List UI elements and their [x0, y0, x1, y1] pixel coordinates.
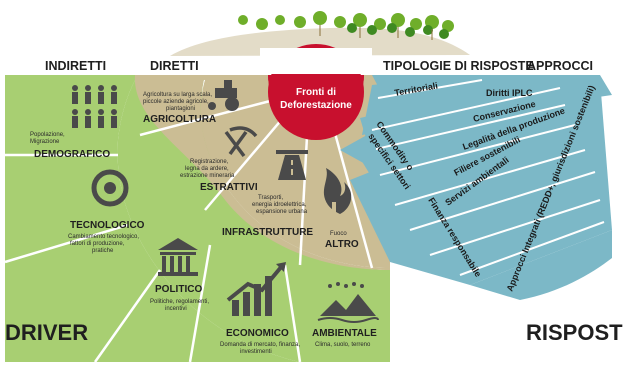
- political-desc-2: incentivi: [165, 306, 187, 312]
- political-title: POLITICO: [155, 284, 202, 295]
- demographic-title: DEMOGRAFICO: [34, 149, 110, 160]
- label-driver: DRIVER: [5, 320, 88, 345]
- label-responses: RISPOSTE: [526, 320, 624, 345]
- road-icon: [276, 150, 308, 180]
- infrastructure-desc-3: espansione urbana: [256, 209, 308, 215]
- response-separators: [371, 79, 605, 276]
- people-icon: [72, 85, 117, 128]
- infrastructure-title: INFRASTRUTTURE: [222, 227, 313, 238]
- economic-desc-1: Domanda di mercato, finanza,: [220, 342, 300, 348]
- header-direct: DIRETTI: [150, 59, 199, 73]
- technological-desc-1: Cambiamento tecnologico,: [68, 234, 139, 240]
- green-ring: [5, 75, 390, 362]
- shovel-pickaxe-icon: [224, 126, 258, 158]
- extractive-desc-1: Registrazione,: [190, 159, 229, 165]
- political-desc-1: Politiche, regolamenti,: [150, 299, 209, 305]
- approach-iplc-rights: Diritti IPLC: [486, 88, 533, 98]
- economic-title: ECONOMICO: [226, 328, 289, 339]
- extractive-desc-3: estrazione mineraria: [180, 173, 235, 179]
- center-title-line1: Fronti di: [296, 87, 336, 98]
- demographic-desc-2: Migrazione: [30, 139, 60, 145]
- other-title: ALTRO: [325, 239, 359, 250]
- green-separators: [4, 153, 302, 363]
- tan-separators: [139, 98, 374, 269]
- technological-title: TECNOLOGICO: [70, 220, 145, 231]
- header-approaches: APPROCCI: [527, 59, 593, 73]
- infrastructure-desc-1: Trasporti,: [258, 195, 283, 201]
- landscape-icon: [317, 282, 379, 323]
- environmental-desc-1: Clima, suolo, terreno: [315, 342, 371, 348]
- extractive-desc-2: legna da ardere,: [185, 166, 229, 172]
- agriculture-title: AGRICOLTURA: [143, 114, 216, 125]
- growth-chart-icon: [226, 262, 286, 316]
- technological-desc-2: fattori di produzione,: [70, 241, 125, 247]
- agriculture-desc-2: piccole aziende agricole,: [143, 99, 209, 105]
- header-response-types: TIPOLOGIE DI RISPOSTE: [383, 59, 534, 73]
- environmental-title: AMBIENTALE: [312, 328, 377, 339]
- infrastructure-desc-2: energia idroelettrica,: [252, 202, 307, 208]
- other-desc-1: Fuoco: [330, 231, 347, 237]
- agriculture-desc-1: Agricoltura su larga scala,: [143, 92, 212, 98]
- economic-desc-2: investimenti: [240, 349, 272, 355]
- forest-illustration: [170, 11, 470, 56]
- technological-desc-3: pratiche: [92, 248, 114, 254]
- responses-fan: [350, 75, 612, 300]
- center-title-line2: Deforestazione: [280, 100, 352, 111]
- government-building-icon: [158, 238, 198, 276]
- agriculture-desc-3: piantagioni: [166, 106, 195, 112]
- header-indirect: INDIRETTI: [45, 59, 106, 73]
- gear-cycle-icon: [91, 169, 129, 207]
- extractive-title: ESTRATTIVI: [200, 182, 258, 193]
- tractor-icon: [208, 80, 239, 111]
- fire-icon: [323, 168, 352, 214]
- demographic-desc-1: Popolazione,: [30, 132, 65, 138]
